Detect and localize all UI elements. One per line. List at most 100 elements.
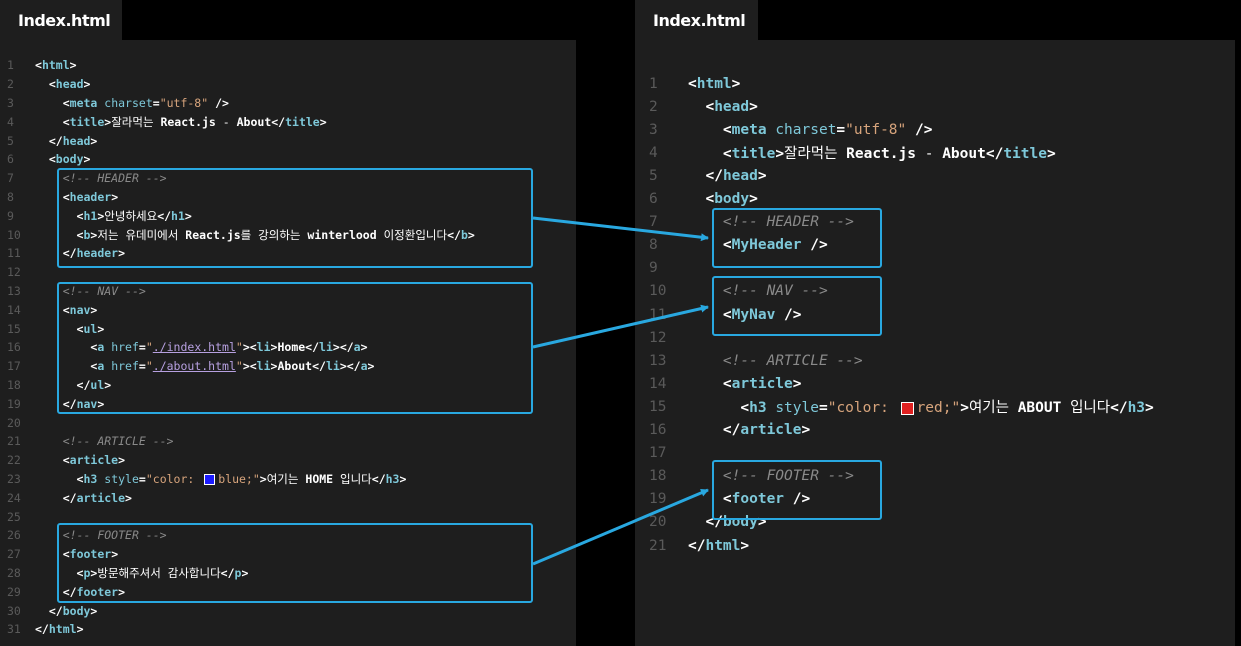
code-token: > [90,227,98,242]
code-token: header [69,189,112,204]
code-token: html [41,58,70,73]
code-token: - [215,114,237,129]
line-number: 2 [649,98,658,115]
line-number: 14 [7,302,21,317]
left-file-tab[interactable]: Index.html [0,0,122,40]
code-line: 12 [0,263,35,282]
code-token: body [62,603,91,618]
code-token: > [270,340,278,355]
code-token: footer [76,584,119,599]
code-token: Home [277,340,306,355]
code-text: <!-- HEADER --> [688,214,854,230]
nav-mapping-arrow [532,304,709,349]
code-token: article [76,490,126,505]
code-line: 26 <!-- FOOTER --> [0,526,167,545]
code-token: li [319,340,333,355]
line-number: 4 [7,114,14,129]
code-token: React.js [846,146,916,163]
code-token: > [90,302,98,317]
code-token: MyNav [731,306,776,323]
code-token: > [1046,146,1056,163]
line-number: 16 [7,340,21,355]
code-token: < [35,58,42,73]
code-line: 18 <!-- FOOTER --> [635,465,854,488]
code-token: " [145,340,153,355]
code-line: 14 <article> [635,372,802,395]
line-number: 7 [649,214,658,231]
code-text: <html> [35,58,77,72]
line-number: 21 [7,434,21,449]
code-token: < [62,547,70,562]
code-token: > [97,321,105,336]
right-code-editor[interactable]: 1<html>2 <head>3 <meta charset="utf-8" /… [635,40,1235,646]
code-token: head [714,98,750,115]
line-number: 4 [649,144,658,161]
code-token: ul [90,377,105,392]
code-line: 18 </ul> [0,376,111,395]
code-text: <ul> [35,321,105,336]
footer-mapping-arrow [532,488,709,566]
code-text: <!-- NAV --> [35,284,146,298]
code-text: <html> [688,76,740,92]
line-number: 13 [649,352,667,369]
code-line: 8 <MyHeader /> [635,234,828,257]
code-text: </body> [35,603,98,618]
code-text: <head> [35,77,91,92]
code-token: < [76,565,84,580]
code-token: </ [76,377,91,392]
left-code-editor[interactable]: 1<html>2 <head>3 <meta charset="utf-8" /… [0,40,576,646]
right-file-tab[interactable]: Index.html [635,0,758,40]
code-text: <b>저는 유데미에서 React.js를 강의하는 winterlood 이정… [35,227,475,243]
code-token: > [775,146,785,163]
code-token: </ [35,622,49,637]
code-token: > [749,98,758,115]
code-token: "utf-8" [845,121,907,138]
code-token: > [118,453,126,468]
code-line: 2 <head> [635,95,758,118]
code-line: 10 <b>저는 유데미에서 React.js를 강의하는 winterlood… [0,225,475,244]
line-number: 19 [7,396,21,411]
code-token: > [90,133,98,148]
line-number: 20 [649,514,667,531]
code-token: < [722,375,732,392]
code-token: > [731,75,741,92]
code-token: <!-- ARTICLE --> [62,434,174,449]
code-token: blue;" [218,471,260,486]
code-token: 안녕하세요 [104,208,158,223]
code-token: > [97,396,105,411]
code-token: </ [447,227,461,242]
code-token: article [69,453,119,468]
code-token: " [145,359,153,374]
code-text: <h1>안녕하세요</h1> [35,208,192,224]
code-token: > [104,377,112,392]
code-token: article [740,422,802,439]
code-text: <header> [35,190,118,204]
code-line: 27 <footer> [0,545,118,564]
code-token: About [942,146,986,163]
code-token: 입니다 [333,471,372,486]
code-token: nav [69,302,91,317]
code-token: > [360,340,368,355]
code-token: 저는 유데미에서 [97,227,186,242]
code-token: > [118,246,126,261]
code-token: </ [985,146,1004,163]
line-number: 12 [649,329,667,346]
line-number: 25 [7,509,21,524]
line-number: 3 [7,95,14,110]
code-line: 30 </body> [0,601,97,620]
code-line: 7 <!-- HEADER --> [635,211,854,234]
code-token: head [55,77,84,92]
code-token: "color: [145,471,202,486]
left-file-tab-title: Index.html [18,10,111,30]
code-text: <MyHeader /> [688,237,828,253]
code-token: About [277,359,313,374]
line-number: 19 [649,491,667,508]
code-token: ></ [339,359,361,374]
code-token: html [696,75,732,92]
code-token: < [722,491,732,508]
code-token: title [69,114,105,129]
line-number: 21 [649,537,667,554]
code-text: <!-- ARTICLE --> [688,353,863,369]
code-token: <!-- FOOTER --> [62,528,167,543]
code-token: </ [62,246,77,261]
